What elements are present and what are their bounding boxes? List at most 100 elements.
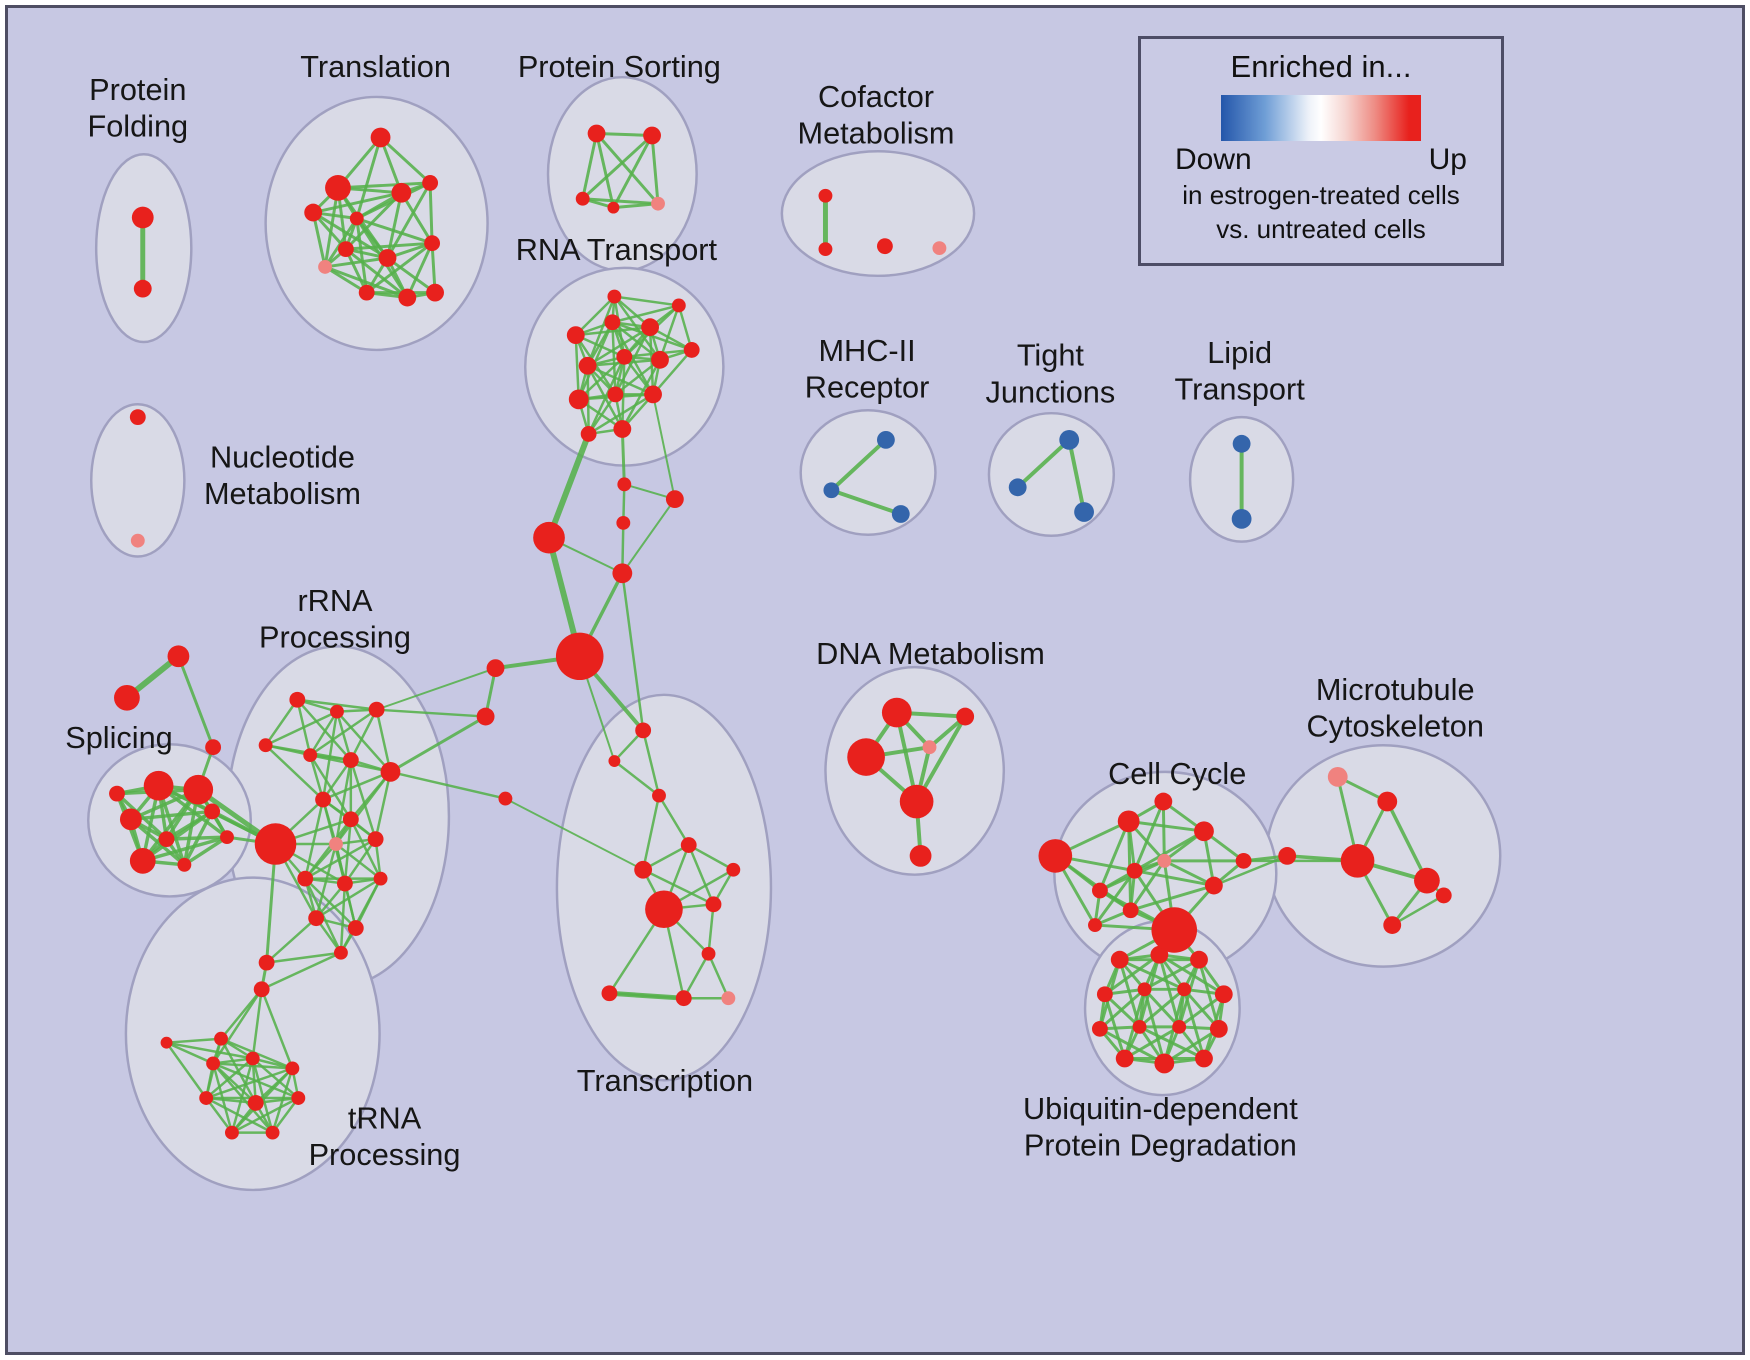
node-tr6	[422, 175, 439, 191]
edge-rr7-rr9	[321, 770, 392, 801]
node-hb1	[617, 477, 632, 492]
edge-ps2-ps5	[650, 134, 660, 206]
node-ub12	[1115, 1049, 1134, 1068]
node-tr11	[398, 288, 417, 307]
node-tr13	[426, 283, 444, 302]
node-rt10	[568, 389, 589, 410]
node-cm4	[932, 241, 947, 256]
node-rr18	[333, 945, 348, 960]
node-cm2	[818, 242, 833, 257]
edge-tr2-tr4	[355, 135, 383, 220]
edge-ps1-ps2	[595, 132, 654, 137]
edge-tn2-tn3	[165, 1037, 223, 1044]
edge-rr6-rr11	[334, 758, 353, 846]
edge-tr1-tr12	[323, 186, 340, 269]
edge-tc4-tc7	[687, 843, 715, 906]
edge-rt8-rt11	[614, 358, 662, 396]
edge-rt13-hb1	[620, 427, 626, 486]
edge-rt14-hb3	[546, 430, 592, 541]
edge-rr7-rr11	[334, 770, 392, 846]
cluster-dna-metabolism	[824, 665, 1006, 876]
node-dm3	[922, 740, 937, 755]
edge-rr4-rr9	[264, 743, 325, 801]
edge-cc6-cc9	[1162, 859, 1216, 888]
node-rt9	[683, 342, 700, 358]
node-sp7	[177, 857, 192, 872]
node-rr16	[308, 910, 325, 927]
node-ub6	[1177, 982, 1192, 997]
node-tg1	[167, 645, 190, 668]
node-tr8	[378, 249, 397, 267]
node-rr5	[303, 748, 318, 763]
node-cc11	[1088, 918, 1102, 932]
node-tc10	[675, 990, 692, 1007]
edge-rt9-rt12	[651, 348, 693, 396]
node-tn1	[253, 981, 270, 998]
node-mc2	[1377, 791, 1398, 812]
edge-tn7-tn11	[204, 1096, 274, 1134]
cluster-transcription	[555, 693, 773, 1082]
edge-tn3-tn5	[165, 1041, 254, 1060]
node-lt1	[1232, 434, 1251, 453]
edge-mc2-mc5	[1385, 799, 1429, 883]
node-cm3	[876, 238, 893, 255]
edge-tr2-tr6	[379, 135, 432, 185]
node-rr1	[289, 691, 306, 708]
edge-ps1-ps3	[581, 132, 599, 201]
edge-rt2-rt4	[611, 304, 681, 324]
node-cc2	[1117, 810, 1140, 833]
legend-gradient-bar	[1221, 95, 1421, 141]
node-mh1	[876, 430, 895, 449]
edge-sp5-sp6	[141, 809, 214, 863]
node-tn3	[160, 1036, 173, 1049]
edge-tr3-tr12	[311, 211, 327, 269]
node-mc3	[1278, 847, 1297, 865]
node-hb5	[612, 563, 633, 584]
cluster-cofactor-metabolism	[780, 150, 976, 278]
cluster-label-transcription: Transcription	[577, 1064, 753, 1098]
node-rr8	[254, 823, 297, 865]
edge-cc3-cc5	[1133, 800, 1165, 873]
edge-tr5-tr7	[344, 191, 403, 251]
node-tr1	[325, 175, 351, 201]
node-lt2	[1231, 509, 1252, 529]
node-pf1	[131, 206, 154, 229]
edge-tr6-tr9	[428, 181, 434, 245]
edge-tr7-tr10	[344, 247, 369, 295]
edge-tc5-tc7	[641, 868, 715, 906]
edge-cc2-cc4	[1127, 819, 1206, 833]
node-rr13	[297, 870, 314, 887]
node-tn8	[247, 1095, 264, 1111]
edge-tc7-tc8	[707, 903, 715, 955]
edge-sp6-sp7	[182, 809, 214, 867]
cluster-label-protein-folding: Protein	[89, 73, 186, 107]
cluster-label-tight-junctions: Tight	[1017, 339, 1085, 373]
edge-ps1-ps5	[595, 132, 660, 206]
cluster-tight-junctions	[987, 411, 1116, 537]
edge-rt4-rt5	[613, 295, 681, 307]
edge-rr2-rr6	[335, 710, 353, 762]
node-rr3	[368, 701, 385, 718]
node-tr9	[424, 235, 441, 252]
node-sp3	[119, 808, 142, 831]
edge-tc8-tc11	[707, 952, 730, 1000]
edge-rt5-rt8	[613, 295, 662, 362]
edge-rr10-rr14	[343, 818, 353, 885]
edge-rr12-rr14	[343, 837, 377, 885]
node-dm6	[909, 845, 932, 867]
edge-hb7-rr3	[375, 667, 497, 711]
node-tn11	[265, 1125, 280, 1140]
edge-rt6-rt12	[586, 364, 655, 396]
edge-mh2-mh3	[829, 488, 903, 516]
edge-rr18-rr19	[265, 951, 343, 964]
node-ps4	[607, 201, 620, 214]
node-sp5	[129, 848, 156, 874]
edge-rr14-rr18	[339, 882, 347, 954]
edge-tr8-tr12	[323, 256, 389, 269]
edge-ps3-ps5	[581, 197, 660, 206]
legend-down-label: Down	[1175, 143, 1252, 176]
edge-hb8-rr7	[388, 715, 488, 774]
node-sp1	[143, 770, 174, 801]
